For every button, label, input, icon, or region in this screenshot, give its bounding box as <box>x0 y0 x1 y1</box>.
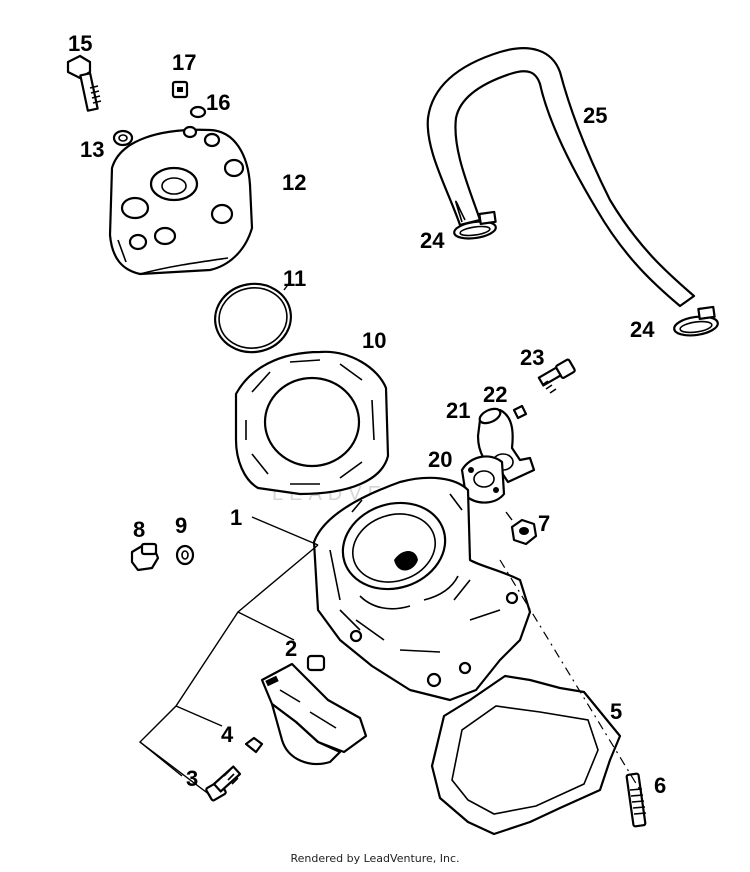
callout-6: 6 <box>654 773 666 798</box>
callout-9: 9 <box>175 513 187 538</box>
cylinder-stud[interactable] <box>625 772 647 828</box>
callout-8: 8 <box>133 517 145 542</box>
callout-15: 15 <box>68 31 92 56</box>
guide-pin[interactable] <box>306 654 326 672</box>
cylinder[interactable] <box>312 476 532 702</box>
outlet-gasket[interactable] <box>460 455 506 504</box>
callout-23: 23 <box>520 345 544 370</box>
callout-13: 13 <box>80 137 104 162</box>
callout-10: 10 <box>362 328 386 353</box>
callout-17: 17 <box>172 50 196 75</box>
callout-3: 3 <box>186 766 198 791</box>
valve-screw-washer[interactable] <box>244 736 264 754</box>
callout-2: 2 <box>285 636 297 661</box>
callout-7: 7 <box>538 511 550 536</box>
plug-washer[interactable] <box>189 105 207 119</box>
drain-plug-washer[interactable] <box>175 544 195 566</box>
footer-credit: Rendered by LeadVenture, Inc. <box>290 852 460 865</box>
head-plug-screw[interactable] <box>171 80 189 99</box>
head-gasket[interactable] <box>234 350 390 496</box>
bolt-washer[interactable] <box>112 129 134 147</box>
outlet-screw[interactable] <box>537 358 576 394</box>
drain-plug[interactable] <box>130 542 160 572</box>
callout-24-upper: 24 <box>420 228 445 253</box>
callout-1: 1 <box>230 505 242 530</box>
hose-clamp-lower[interactable] <box>673 305 719 338</box>
cylinder-head[interactable] <box>108 125 254 276</box>
callout-16: 16 <box>206 90 230 115</box>
callout-25: 25 <box>583 103 607 128</box>
coolant-hose[interactable] <box>426 47 696 308</box>
leader-lines <box>138 281 641 796</box>
callout-labels: 15 17 16 13 12 11 10 25 24 24 23 22 21 2… <box>68 31 666 798</box>
callout-24-lower: 24 <box>630 317 655 342</box>
callout-21: 21 <box>446 398 470 423</box>
callout-22: 22 <box>483 382 507 407</box>
outlet-nipple[interactable] <box>512 404 528 420</box>
cylinder-nut[interactable] <box>510 518 538 546</box>
callout-5: 5 <box>610 699 622 724</box>
hose-clamp-upper[interactable] <box>453 210 497 241</box>
cylinder-base-gasket[interactable] <box>430 674 622 836</box>
head-o-ring[interactable] <box>210 278 297 358</box>
exhaust-valve-housing[interactable] <box>260 662 368 766</box>
callout-12: 12 <box>282 170 306 195</box>
callout-4: 4 <box>221 722 234 747</box>
callout-11: 11 <box>283 266 306 291</box>
valve-housing-screw[interactable] <box>205 765 242 802</box>
callout-20: 20 <box>428 447 452 472</box>
cylinder-head-bolt[interactable] <box>66 54 102 112</box>
